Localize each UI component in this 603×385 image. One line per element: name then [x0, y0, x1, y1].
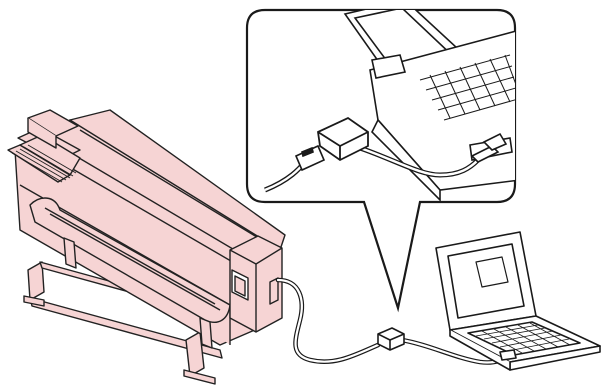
usb-connector-icon	[378, 328, 404, 350]
large-format-printer-icon	[8, 110, 285, 384]
laptop-computer-icon	[436, 232, 600, 370]
